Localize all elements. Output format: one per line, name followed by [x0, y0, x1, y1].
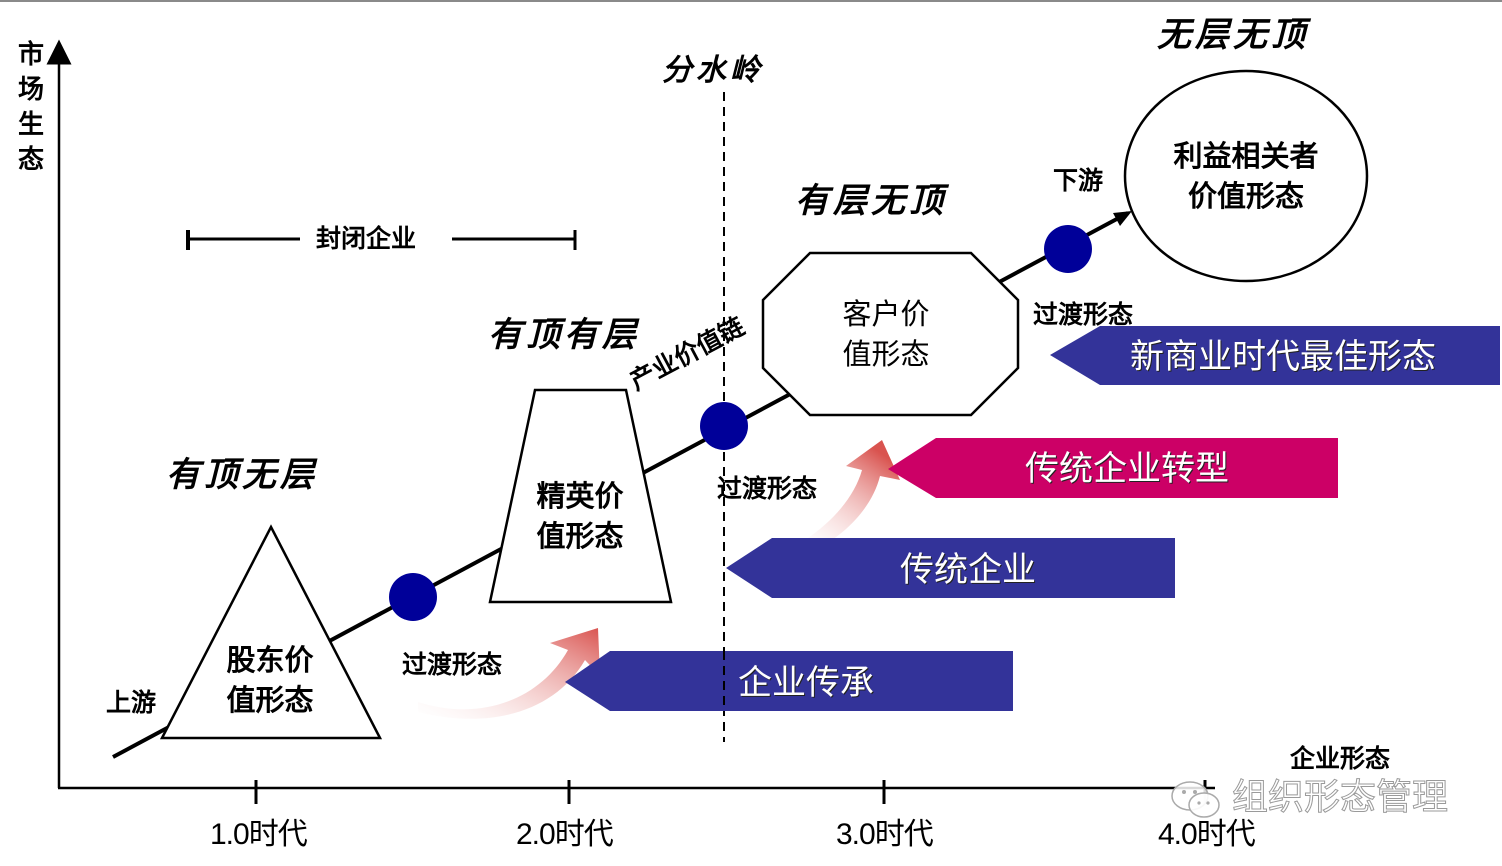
stage-title-4: 无层无顶	[1157, 15, 1309, 55]
stage-title-1: 有顶无层	[166, 455, 318, 495]
customer-value-text: 客户价 值形态	[826, 294, 946, 374]
banner-arrow-transformation	[888, 438, 1338, 498]
x-tick-label-4: 4.0时代	[1158, 818, 1256, 851]
x-tick-label-2: 2.0时代	[516, 818, 614, 851]
value-chain-arrowhead	[1113, 211, 1132, 226]
y-axis-char: 场	[17, 75, 44, 105]
y-axis-label: 市 场 生 态	[16, 38, 46, 178]
banner-transformation-label: 传统企业转型	[1025, 449, 1229, 489]
shareholder-value-text: 股东价 值形态	[210, 640, 330, 720]
y-axis-char: 生	[17, 110, 44, 140]
downstream-label: 下游	[1053, 166, 1104, 195]
shape-text-line: 值形态	[536, 519, 624, 553]
banner-arrow-best-form	[1050, 326, 1500, 385]
top-border	[0, 0, 1502, 2]
shape-text-line: 股东价	[226, 643, 314, 677]
customer-octagon	[761, 251, 1020, 417]
shape-text-line: 值形态	[842, 337, 930, 371]
watermark-text: 组织形态管理	[1231, 777, 1449, 818]
wechat-icon	[1168, 778, 1226, 822]
transition-node-1	[389, 573, 437, 621]
transition-curve-arrow-2	[805, 440, 900, 550]
stakeholder-value-text: 利益相关者 价值形态	[1156, 136, 1336, 216]
transition-curve-arrow-1	[418, 628, 600, 719]
x-tick-label-1: 1.0时代	[210, 818, 308, 851]
elite-value-text: 精英价 值形态	[520, 476, 640, 556]
shape-text-line: 利益相关者	[1173, 139, 1319, 173]
shape-text-line: 客户价	[842, 297, 930, 331]
stage-title-2: 有顶有层	[488, 315, 640, 355]
banner-arrow-traditional	[726, 538, 1175, 598]
shape-text-line: 精英价	[536, 479, 624, 513]
banner-best-form-label: 新商业时代最佳形态	[1130, 337, 1436, 377]
transition-label-2: 过渡形态	[717, 474, 818, 503]
watershed-label: 分水岭	[662, 53, 764, 88]
transition-label-3: 过渡形态	[1033, 300, 1134, 329]
stage-title-3: 有层无顶	[795, 181, 947, 221]
transition-label-1: 过渡形态	[402, 650, 503, 679]
upstream-label: 上游	[106, 688, 157, 717]
banner-inheritance-label: 企业传承	[738, 663, 874, 703]
shareholder-triangle	[159, 524, 383, 740]
banner-traditional-label: 传统企业	[900, 550, 1036, 590]
shape-text-line: 值形态	[226, 683, 314, 717]
transition-node-3	[1044, 225, 1092, 273]
x-tick-label-3: 3.0时代	[836, 818, 934, 851]
x-axis-label: 企业形态	[1290, 744, 1391, 773]
closed-enterprise-label: 封闭企业	[316, 224, 417, 253]
y-axis-char: 态	[17, 145, 44, 175]
shape-text-line: 价值形态	[1187, 179, 1304, 213]
banner-arrow-inheritance	[565, 651, 1013, 711]
stakeholder-ellipse	[1123, 69, 1369, 283]
y-axis-char: 市	[17, 40, 44, 70]
transition-node-2	[700, 402, 748, 450]
elite-trapezoid	[488, 388, 673, 604]
